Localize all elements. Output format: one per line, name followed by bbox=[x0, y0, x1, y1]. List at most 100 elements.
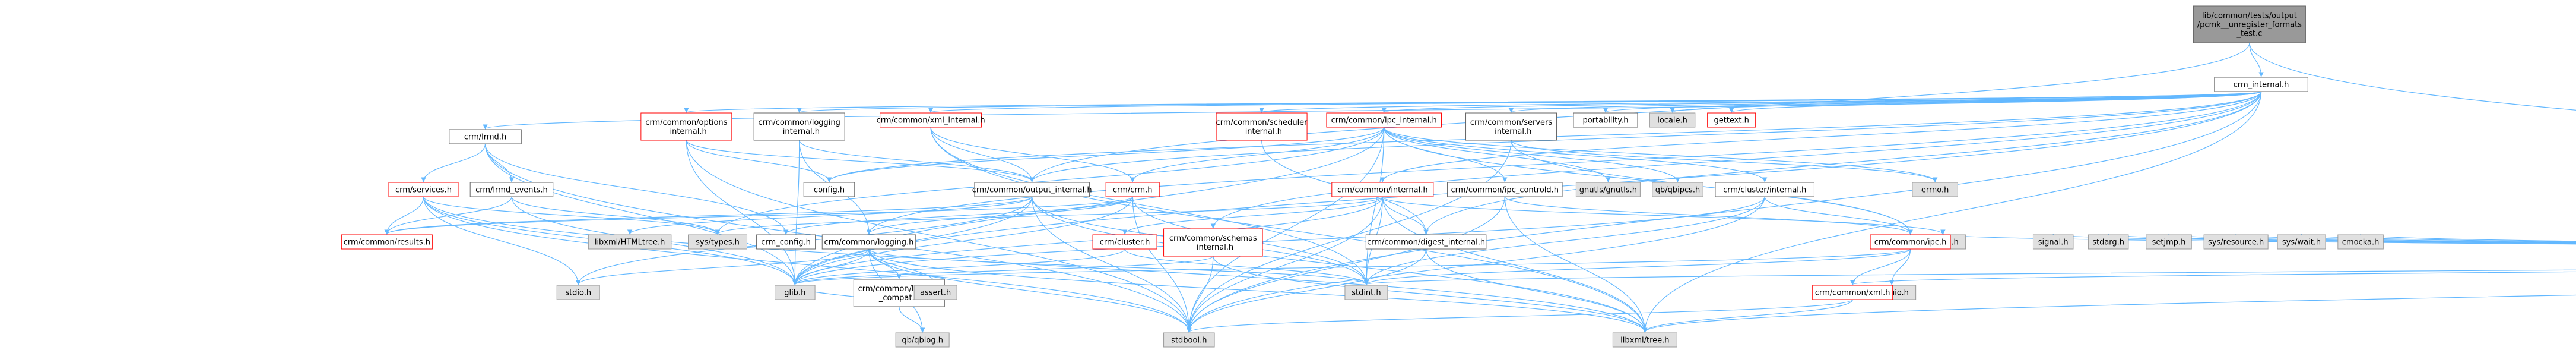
node-label: gettext.h bbox=[1714, 116, 1749, 125]
node-box bbox=[1105, 182, 1160, 197]
node-crm-common-logging-h[interactable]: crm/common/logging.h bbox=[821, 234, 916, 250]
edge-logging_internal-to-glib bbox=[792, 140, 800, 285]
node-box bbox=[2277, 234, 2326, 250]
edge-crm-to-stdbool bbox=[1132, 196, 1192, 333]
edge-logging_compat-to-qblog bbox=[899, 306, 925, 333]
edge-services-to-stdbool bbox=[423, 196, 1192, 333]
node-label-line: crm/common/xml_internal.h bbox=[877, 116, 985, 125]
node-errno-h: errno.h bbox=[1912, 182, 1958, 197]
node-crm-common-internal-h[interactable]: crm/common/internal.h bbox=[1331, 182, 1434, 197]
node-label-line: stdint.h bbox=[1352, 289, 1381, 298]
node-label: locale.h bbox=[1657, 116, 1687, 125]
edge-crm_internal-to-gettext bbox=[1729, 91, 2262, 113]
node-crm-common-schemas-internal-h[interactable]: crm/common/schemas_internal.h bbox=[1163, 228, 1263, 257]
node-crm-lrmd-h[interactable]: crm/lrmd.h bbox=[449, 129, 522, 144]
node-crm-crm-h[interactable]: crm/crm.h bbox=[1105, 182, 1160, 197]
edge-xml_internal-to-stdint bbox=[930, 127, 1369, 285]
node-qb-qblog-h: qb/qblog.h bbox=[895, 332, 950, 348]
node-label: crm/common/options_internal.h bbox=[645, 118, 727, 136]
edge-digest-to-libxml_tree bbox=[1425, 248, 1648, 333]
node-box bbox=[1092, 234, 1157, 250]
node-label-line: libxml/tree.h bbox=[1620, 336, 1669, 345]
node-box bbox=[895, 332, 950, 348]
node-label: portability.h bbox=[1582, 116, 1628, 125]
node-box bbox=[756, 234, 816, 250]
edge-common_internal-to-stdbool bbox=[1187, 196, 1383, 333]
edge-ipc_controld-to-libxml_tree bbox=[1504, 196, 1648, 333]
node-crm-common-output-internal-h[interactable]: crm/common/output_internal.h bbox=[972, 182, 1092, 197]
node-crm-common-xml-internal-h[interactable]: crm/common/xml_internal.h bbox=[877, 112, 985, 128]
edge-crm-to-glib bbox=[792, 196, 1133, 285]
edge-lrmd_events-to-systypes bbox=[511, 196, 721, 235]
node-box bbox=[2203, 234, 2269, 250]
node-box bbox=[1331, 182, 1434, 197]
edge-services-to-stdio bbox=[423, 196, 581, 285]
node-label-line: crm/common/output_internal.h bbox=[972, 186, 1092, 195]
node-box bbox=[1912, 182, 1958, 197]
node-crm-lrmd-events-h[interactable]: crm/lrmd_events.h bbox=[469, 182, 554, 197]
node-box bbox=[640, 112, 732, 141]
edge-logging_internal-to-output_internal bbox=[799, 140, 1035, 182]
edge-unittest-to-libxml_tree bbox=[1642, 294, 2576, 333]
node-crm-services-h[interactable]: crm/services.h bbox=[388, 182, 459, 197]
node-stdbool-h: stdbool.h bbox=[1163, 332, 1215, 348]
node-portability-h[interactable]: portability.h bbox=[1573, 112, 1638, 128]
edge-output_internal-to-libxml_html bbox=[627, 196, 1033, 235]
node-label: crm/lrmd_events.h bbox=[475, 186, 548, 195]
node-crm-common-ipc-controld-h[interactable]: crm/common/ipc_controld.h bbox=[1447, 182, 1563, 197]
edge-ipc_internal-to-cluster_internal bbox=[1384, 127, 1768, 182]
node-crm-internal-h[interactable]: crm_internal.h bbox=[2214, 77, 2308, 92]
node-box bbox=[341, 234, 433, 250]
edge-options-to-output_internal bbox=[686, 140, 1035, 182]
edge-servers-to-ipc bbox=[1511, 140, 1913, 235]
edge-common_internal-to-digest bbox=[1382, 196, 1429, 235]
node-crm-common-ipc-internal-h[interactable]: crm/common/ipc_internal.h bbox=[1326, 112, 1442, 128]
edge-root-to-crm_internal bbox=[2249, 42, 2264, 77]
edge-output_internal-to-libxml_tree bbox=[1032, 196, 1648, 333]
edge-services-to-systypes bbox=[423, 196, 721, 235]
node-crm-common-xml-h[interactable]: crm/common/xml.h bbox=[1812, 285, 1893, 300]
node-gettext-h[interactable]: gettext.h bbox=[1707, 112, 1756, 128]
node-crm-common-servers-internal-h[interactable]: crm/common/servers_internal.h bbox=[1465, 112, 1557, 141]
node-crm-common-scheduler-internal-h[interactable]: crm/common/scheduler_internal.h bbox=[1216, 112, 1308, 141]
node-crm-common-results-h[interactable]: crm/common/results.h bbox=[341, 234, 433, 250]
node-label-line: crm/common/xml.h bbox=[1815, 289, 1890, 298]
node-lib-common-tests-output-pcmk-unregister-formats-test-c[interactable]: lib/common/tests/output/pcmk__unregister… bbox=[2193, 5, 2306, 43]
node-label: crm/common/logging_internal.h bbox=[758, 118, 840, 136]
node-label-line: portability.h bbox=[1582, 116, 1628, 125]
node-crm-common-logging-internal-h[interactable]: crm/common/logging_internal.h bbox=[753, 112, 845, 141]
node-label-line: libxml/HTMLtree.h bbox=[595, 238, 665, 247]
edge-crm_internal-to-output_internal bbox=[1029, 91, 2262, 182]
node-label: crm/common/ipc.h bbox=[1874, 238, 1947, 247]
edge-lrmd-to-services bbox=[421, 143, 486, 182]
node-label-line: sys/resource.h bbox=[2208, 238, 2264, 247]
node-label-line: stdbool.h bbox=[1171, 336, 1207, 345]
edge-lrmd_events-to-results bbox=[384, 196, 512, 235]
node-config-h[interactable]: config.h bbox=[803, 182, 855, 197]
node-box bbox=[1649, 112, 1696, 128]
node-box bbox=[1575, 182, 1641, 197]
node-box bbox=[821, 234, 916, 250]
edge-ipc_internal-to-crm bbox=[1130, 127, 1385, 182]
node-label-line: qb/qbipcs.h bbox=[1655, 186, 1701, 195]
node-crm-common-ipc-h[interactable]: crm/common/ipc.h bbox=[1870, 234, 1951, 250]
node-label-line: crm/crm.h bbox=[1113, 186, 1153, 195]
node-box bbox=[2088, 234, 2129, 250]
node-crm-common-digest-internal-h[interactable]: crm/common/digest_internal.h bbox=[1365, 234, 1487, 250]
edge-logging-to-libxml_tree bbox=[868, 248, 1648, 333]
node-label-line: _internal.h bbox=[665, 127, 707, 136]
node-label: crm/cluster/internal.h bbox=[1723, 186, 1806, 195]
node-label: stdarg.h bbox=[2092, 238, 2124, 247]
node-crm-cluster-h[interactable]: crm/cluster.h bbox=[1092, 234, 1157, 250]
node-label: crm/cluster.h bbox=[1100, 238, 1150, 247]
node-crm-common-options-internal-h[interactable]: crm/common/options_internal.h bbox=[640, 112, 732, 141]
node-crm-config-h[interactable]: crm_config.h bbox=[756, 234, 816, 250]
node-assert-h: assert.h bbox=[913, 285, 957, 300]
edge-common_internal-to-unistd bbox=[1382, 196, 1946, 235]
edge-ipc-to-stdint bbox=[1363, 248, 1911, 285]
node-crm-cluster-internal-h[interactable]: crm/cluster/internal.h bbox=[1715, 182, 1814, 197]
node-signal-h: signal.h bbox=[2032, 234, 2074, 250]
edge-xml-to-libxml_tree bbox=[1642, 299, 1853, 333]
node-label: crm/common/scheduler_internal.h bbox=[1216, 118, 1308, 136]
